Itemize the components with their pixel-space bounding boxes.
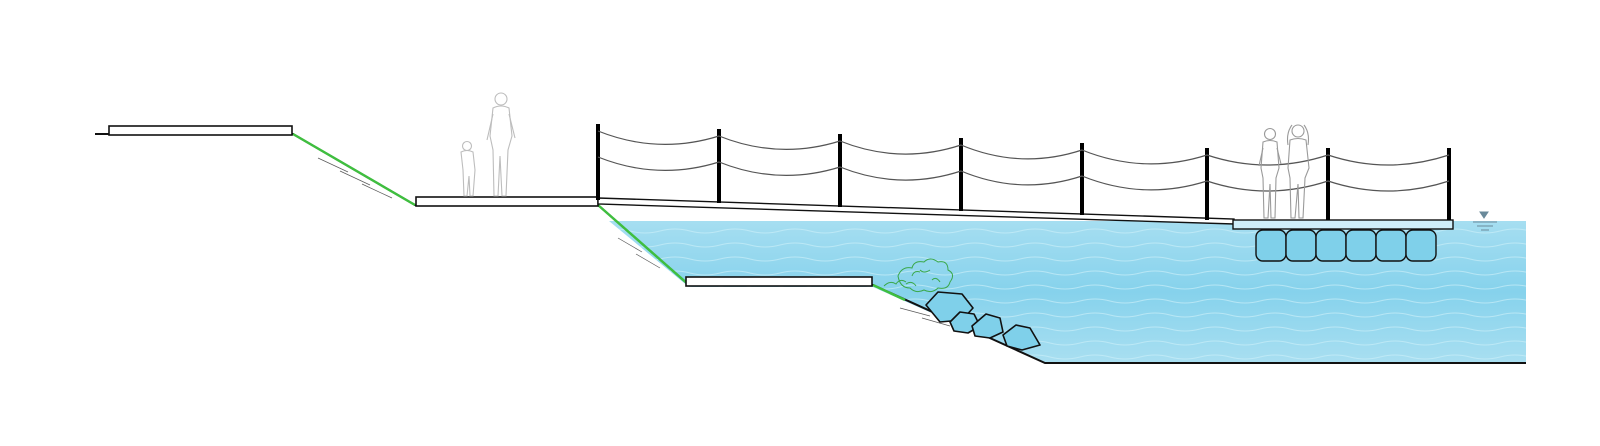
- lower-terrace: [685, 276, 873, 287]
- rope-fence: [596, 124, 1451, 220]
- slope-hatching: [317, 157, 951, 327]
- riprap-rocks: [925, 291, 1041, 351]
- floating-pontoon: [1232, 219, 1454, 262]
- water-level-icon: [1473, 211, 1497, 231]
- person-adult-figure: [486, 92, 516, 197]
- grass-slopes: [292, 132, 906, 302]
- sloped-boardwalk: [597, 197, 1235, 225]
- middle-terrace: [415, 196, 599, 207]
- person-child-figure: [460, 140, 476, 197]
- person-walking-figure: [1286, 124, 1310, 219]
- upper-terrace: [108, 125, 293, 136]
- person-standing-figure: [1258, 127, 1282, 219]
- shrub: [883, 258, 954, 293]
